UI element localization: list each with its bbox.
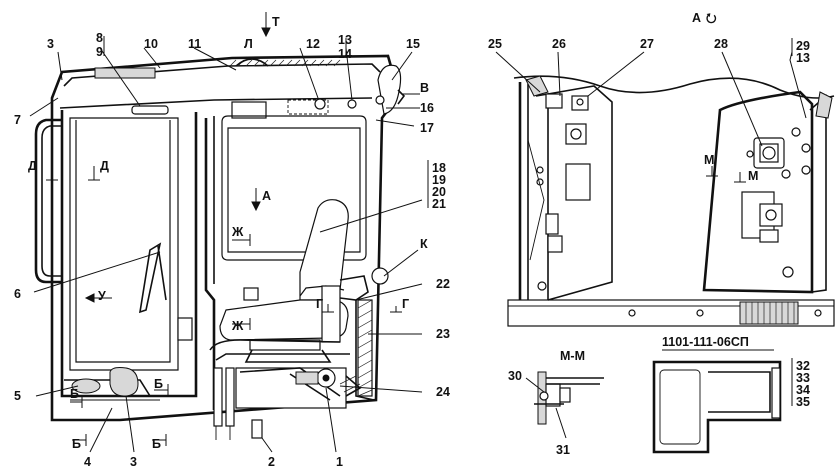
callout-26: 26 — [552, 37, 566, 51]
operator-seat — [219, 199, 349, 363]
view-a — [507, 75, 835, 327]
callout-35: 35 — [796, 395, 810, 409]
callout-12: 12 — [306, 37, 320, 51]
view-letter-zh-lower: Ж — [231, 319, 244, 333]
callout-14: 14 — [338, 47, 352, 61]
view-letter-b-right-lower: Б — [152, 437, 161, 451]
view-letter-labels: Т Л В К А Д Д У Ж Ж Г Г Б Б Б Б М М — [28, 15, 758, 451]
cab-side-view — [34, 54, 406, 440]
callout-17: 17 — [420, 121, 434, 135]
callout-4: 4 — [84, 455, 91, 469]
callout-22: 22 — [436, 277, 450, 291]
view-letter-g-right: Г — [402, 297, 409, 311]
view-letter-m-left: М — [704, 153, 714, 167]
callout-18: 18 — [432, 161, 446, 175]
view-letter-b-left-lower: Б — [72, 437, 81, 451]
callout-23: 23 — [436, 327, 450, 341]
callout-3-top: 3 — [47, 37, 54, 51]
callout-labels: 3 8 9 10 11 12 13 14 15 16 17 7 6 18 19 … — [14, 31, 810, 469]
view-letter-v: В — [420, 81, 429, 95]
part-number-title: 1101-111-06СП — [662, 335, 749, 349]
section-m-m — [534, 371, 604, 425]
view-a-base-grille — [745, 302, 795, 324]
callout-13-view-a: 13 — [796, 51, 810, 65]
leader-lines — [29, 36, 807, 453]
part-1101-111-06sp — [652, 360, 782, 454]
callout-31: 31 — [556, 443, 570, 457]
callout-25: 25 — [488, 37, 502, 51]
view-letter-zh-upper: Ж — [231, 225, 244, 239]
callout-13: 13 — [338, 33, 352, 47]
view-a-rotation-symbol: ⭮ — [706, 11, 717, 25]
view-letter-a: А — [262, 189, 271, 203]
callout-10: 10 — [144, 37, 158, 51]
callout-16: 16 — [420, 101, 434, 115]
rear-hatched-panel — [357, 299, 373, 397]
callout-5: 5 — [14, 389, 21, 403]
callout-29: 29 — [796, 39, 810, 53]
callout-15: 15 — [406, 37, 420, 51]
callout-21: 21 — [432, 197, 446, 211]
callout-28: 28 — [714, 37, 728, 51]
callout-11: 11 — [188, 37, 201, 51]
view-titles: А ⭮ М-М 1101-111-06СП — [560, 11, 749, 363]
callout-32: 32 — [796, 359, 810, 373]
view-letter-d-left: Д — [28, 159, 37, 173]
view-arrows — [46, 12, 746, 446]
callout-8: 8 — [96, 31, 103, 45]
callout-20: 20 — [432, 185, 446, 199]
view-letter-m-right: М — [748, 169, 758, 183]
view-letter-d-right: Д — [100, 159, 109, 173]
callout-2: 2 — [268, 455, 275, 469]
callout-7: 7 — [14, 113, 21, 127]
view-letter-b-mid: Б — [154, 377, 163, 391]
callout-24: 24 — [436, 385, 450, 399]
callout-9: 9 — [96, 45, 103, 59]
view-letter-t: Т — [272, 15, 280, 29]
view-letter-u: У — [98, 289, 106, 303]
view-letter-l: Л — [244, 37, 253, 51]
callout-27: 27 — [640, 37, 654, 51]
callout-19: 19 — [432, 173, 446, 187]
section-mm-title: М-М — [560, 349, 585, 363]
callout-6: 6 — [14, 287, 21, 301]
view-a-title: А — [692, 11, 701, 25]
callout-34: 34 — [796, 383, 810, 397]
callout-30: 30 — [508, 369, 522, 383]
callout-33: 33 — [796, 371, 810, 385]
view-letter-g-left: Г — [316, 297, 323, 311]
callout-1: 1 — [336, 455, 343, 469]
callout-3-bottom: 3 — [130, 455, 137, 469]
view-letter-b-left-upper: Б — [70, 387, 79, 401]
view-letter-k: К — [420, 237, 428, 251]
